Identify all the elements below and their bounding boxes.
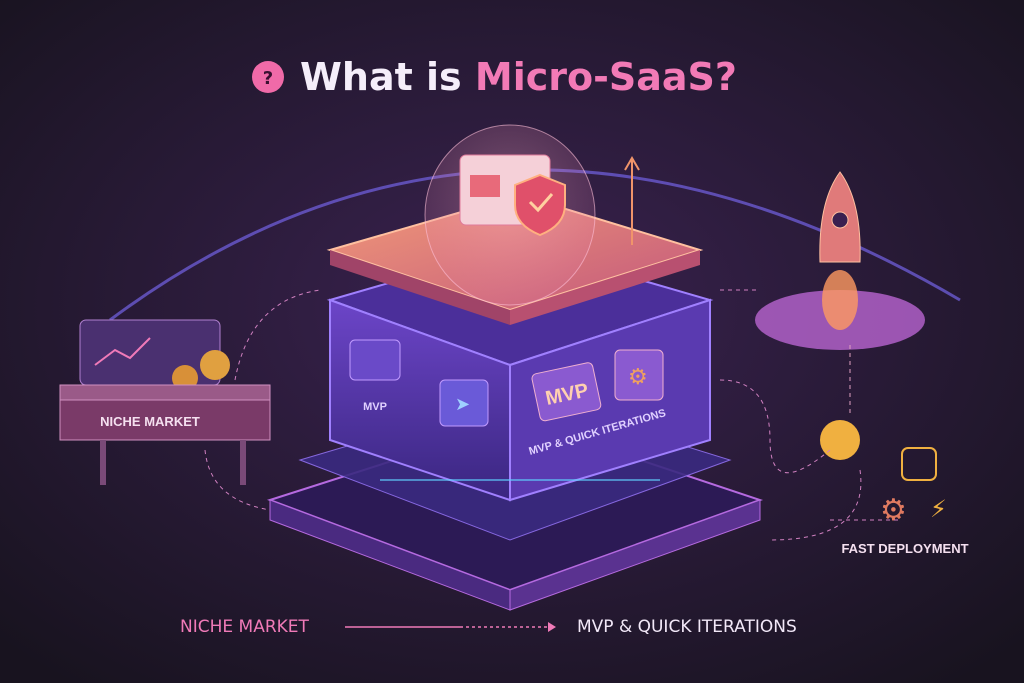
gear-icon: ⚙ <box>628 365 648 390</box>
bottom-label-mvp: MVP & QUICK ITERATIONS <box>577 617 797 637</box>
gear-check-icon: ⚙ <box>880 493 907 528</box>
coins-icon <box>200 350 230 380</box>
top-platform <box>326 124 704 325</box>
svg-text:FAST DEPLOYMENT: FAST DEPLOYMENT <box>841 541 968 556</box>
niche-market-sign-label: NICHE MARKET <box>100 414 200 429</box>
connector-arrows <box>204 289 900 541</box>
bottom-flow: NICHE MARKET MVP & QUICK ITERATIONS <box>180 617 797 637</box>
question-mark-icon <box>252 61 284 93</box>
arrow-right-icon <box>548 622 556 632</box>
folder-icon <box>349 339 401 381</box>
lightning-icon: ⚡ <box>930 495 947 523</box>
chart-screen-icon <box>79 319 221 386</box>
niche-market-stand: NICHE MARKET <box>59 319 271 485</box>
settings-folder-icon <box>614 349 664 401</box>
svg-text:MVP: MVP <box>363 401 387 413</box>
arrow-up-icon <box>624 156 640 245</box>
bottom-label-niche: NICHE MARKET <box>180 617 310 637</box>
checklist-icon <box>901 447 937 481</box>
shield-check-icon <box>514 173 566 237</box>
table-sign <box>59 399 271 441</box>
send-folder-icon <box>439 379 489 427</box>
svg-text:?: ? <box>263 68 273 89</box>
table-top <box>59 384 271 401</box>
paper-plane-icon: ➤ <box>455 394 470 415</box>
lightbulb-icon <box>820 420 860 460</box>
rocket-launch <box>755 171 925 350</box>
page-title: What is Micro-SaaS? <box>300 55 737 99</box>
title: ? What is Micro-SaaS? <box>252 55 737 99</box>
mvp-folder-icon <box>531 362 602 422</box>
